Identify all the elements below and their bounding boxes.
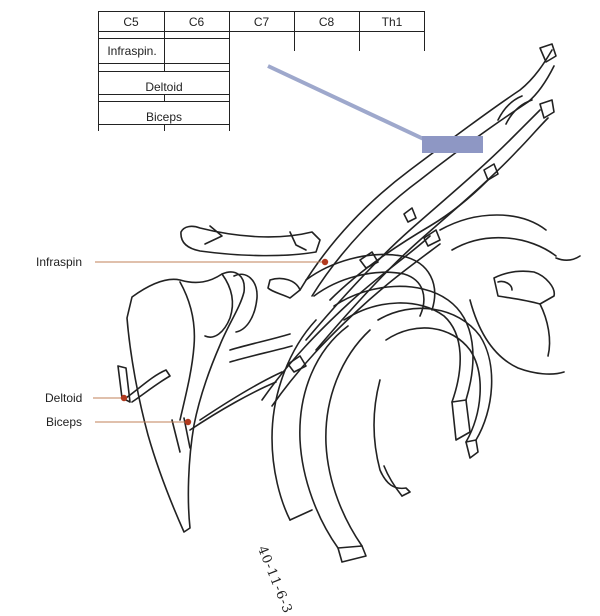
lesion-pointer-line — [267, 64, 431, 144]
nerve-branch-arm — [199, 371, 283, 421]
header-th1: Th1 — [381, 15, 403, 29]
header-c8: C8 — [318, 15, 335, 29]
row-deltoid: Deltoid — [145, 80, 183, 94]
lesion-box — [422, 136, 483, 153]
rib-5 — [271, 319, 317, 521]
label-deltoid: Deltoid — [45, 391, 83, 405]
rib-3 — [377, 307, 493, 441]
nerve-trunk-lower — [261, 235, 431, 401]
row-biceps: Biceps — [145, 110, 183, 124]
glenoid — [204, 273, 234, 338]
marker-biceps — [184, 418, 192, 426]
header-c7: C7 — [253, 15, 270, 29]
segment-table — [98, 11, 425, 131]
header-c5: C5 — [123, 15, 139, 29]
humeral-head — [233, 273, 258, 333]
scapula-outline — [126, 271, 246, 533]
label-biceps: Biceps — [46, 415, 83, 429]
nerve-trunk-middle — [305, 109, 541, 341]
axillary-loop — [117, 365, 131, 403]
row-infraspin: Infraspin. — [107, 44, 157, 58]
label-infraspin: Infraspin — [36, 255, 83, 269]
rib-4 — [299, 325, 349, 549]
header-c6: C6 — [188, 15, 205, 29]
marker-deltoid — [120, 394, 128, 402]
vertebra — [493, 270, 556, 305]
marker-infraspin — [321, 258, 329, 266]
clavicle — [180, 225, 321, 257]
